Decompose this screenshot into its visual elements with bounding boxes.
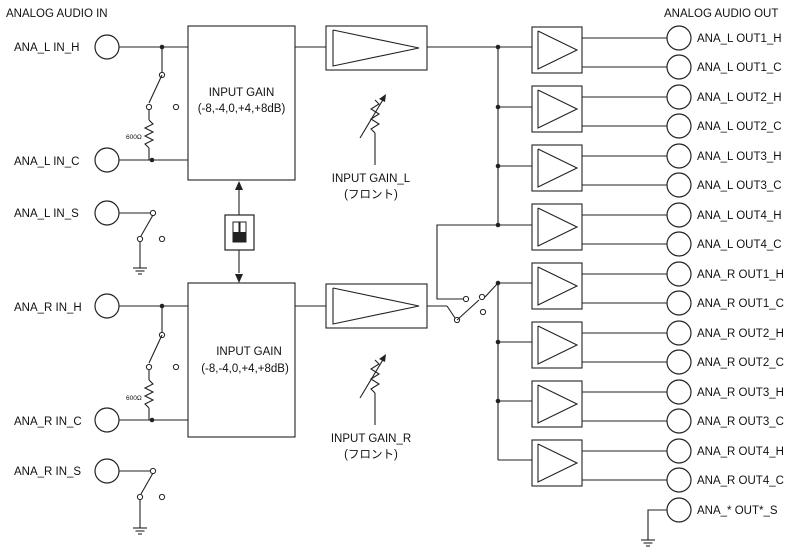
termination-resistor-l xyxy=(143,119,155,161)
gain-block-range-r: (-8,-4,0,+4,+8dB) xyxy=(201,363,289,375)
output-jack xyxy=(666,467,692,493)
output-jack xyxy=(666,202,692,228)
input-jack-r-c xyxy=(94,407,120,433)
output-jack xyxy=(666,143,692,169)
output-label: ANA_L OUT2_C xyxy=(697,121,782,133)
output-buffer xyxy=(531,85,583,133)
input-jack-r-s xyxy=(94,458,120,484)
input-label-l-s: ANA_L IN_S xyxy=(14,208,79,220)
output-buffer xyxy=(531,380,583,428)
output-jack xyxy=(666,438,692,464)
gain-block-title-l: INPUT GAIN xyxy=(209,87,275,99)
output-buffer xyxy=(531,203,583,251)
output-jack-shield xyxy=(666,497,692,523)
input-gain-block-l: INPUT GAIN (-8,-4,0,+4,+8dB) xyxy=(187,25,296,181)
termination-switch-r xyxy=(145,306,180,380)
output-label: ANA_L OUT1_C xyxy=(697,62,782,74)
output-label: ANA_L OUT4_C xyxy=(697,239,782,251)
output-jack xyxy=(666,172,692,198)
output-buffer xyxy=(531,439,583,487)
output-jack xyxy=(666,320,692,346)
output-section: ANA_L OUT1_H ANA_L OUT1_C ANA_L OUT2_H ANA_… xyxy=(531,25,784,493)
input-jack-l-c xyxy=(94,147,120,173)
output-jack xyxy=(666,25,692,51)
gain-block-range-l: (-8,-4,0,+4,+8dB) xyxy=(198,103,286,115)
output-jack xyxy=(666,84,692,110)
output-shield: ANA_* OUT*_S xyxy=(641,497,778,547)
output-label: ANA_R OUT1_H xyxy=(697,269,784,281)
output-label: ANA_R OUT2_H xyxy=(697,328,784,340)
output-jack xyxy=(666,290,692,316)
gain-block-title-r: INPUT GAIN xyxy=(216,346,282,358)
output-jack xyxy=(666,54,692,80)
output-buffer xyxy=(531,262,583,310)
input-label-l-c: ANA_L IN_C xyxy=(14,156,79,168)
output-label: ANA_L OUT3_C xyxy=(697,180,782,192)
gain-control-location-l: (フロント) xyxy=(344,189,398,201)
resistor-label-r: 600Ω xyxy=(126,395,142,402)
output-jack xyxy=(666,113,692,139)
input-jack-l-h xyxy=(94,34,120,60)
output-label: ANA_R OUT4_C xyxy=(697,475,784,487)
output-jack xyxy=(666,231,692,257)
output-jack xyxy=(666,408,692,434)
output-jack xyxy=(666,349,692,375)
output-label: ANA_L OUT1_H xyxy=(697,33,782,45)
inputs-heading: ANALOG AUDIO IN xyxy=(6,8,108,20)
outputs-heading: ANALOG AUDIO OUT xyxy=(664,8,778,20)
output-label: ANA_R OUT4_H xyxy=(697,446,784,458)
input-jack-l-s xyxy=(94,200,120,226)
output-label: ANA_L OUT2_H xyxy=(697,92,782,104)
output-buffer xyxy=(531,144,583,192)
output-jack xyxy=(666,379,692,405)
output-label: ANA_R OUT3_H xyxy=(697,387,784,399)
output-label: ANA_R OUT3_C xyxy=(697,416,784,428)
shield-switch-r xyxy=(119,467,166,535)
output-jack xyxy=(666,261,692,287)
input-label-r-h: ANA_R IN_H xyxy=(14,302,82,314)
right-input-section: ANA_R IN_H ANA_R IN_C 600Ω ANA_R IN_S xyxy=(14,293,188,535)
resistor-label-l: 600Ω xyxy=(126,134,142,141)
gain-pot-r xyxy=(359,354,386,425)
shield-switch-l xyxy=(119,209,166,275)
input-label-l-h: ANA_L IN_H xyxy=(14,42,79,54)
input-label-r-s: ANA_R IN_S xyxy=(14,466,81,478)
left-input-section: ANA_L IN_H ANA_L IN_C 600Ω ANA_L IN_S xyxy=(14,34,188,275)
front-gain-amp-l xyxy=(295,25,532,71)
output-buffer xyxy=(531,321,583,369)
output-label: ANA_L OUT4_H xyxy=(697,210,782,222)
distribution-bus-l xyxy=(495,44,532,226)
dip-switch-icon xyxy=(224,214,255,251)
gain-pot-l xyxy=(359,94,386,165)
distribution-bus-r xyxy=(495,280,532,461)
gain-control-label-l: INPUT GAIN_L xyxy=(332,173,411,185)
output-label: ANA_R OUT2_C xyxy=(697,357,784,369)
front-gain-amp-r xyxy=(295,283,428,329)
gain-control-location-r: (フロント) xyxy=(344,449,398,461)
input-label-r-c: ANA_R IN_C xyxy=(14,416,82,428)
gain-control-label-r: INPUT GAIN_R xyxy=(331,433,411,445)
output-shield-label: ANA_* OUT*_S xyxy=(697,505,778,517)
channel-select-switch xyxy=(427,222,501,324)
output-label: ANA_L OUT3_H xyxy=(697,151,782,163)
termination-switch-l xyxy=(145,47,180,120)
output-label: ANA_R OUT1_C xyxy=(697,298,784,310)
input-jack-r-h xyxy=(94,293,120,319)
input-gain-block-r: INPUT GAIN (-8,-4,0,+4,+8dB) xyxy=(187,282,296,438)
termination-resistor-r xyxy=(143,379,155,421)
output-buffer xyxy=(531,26,583,74)
